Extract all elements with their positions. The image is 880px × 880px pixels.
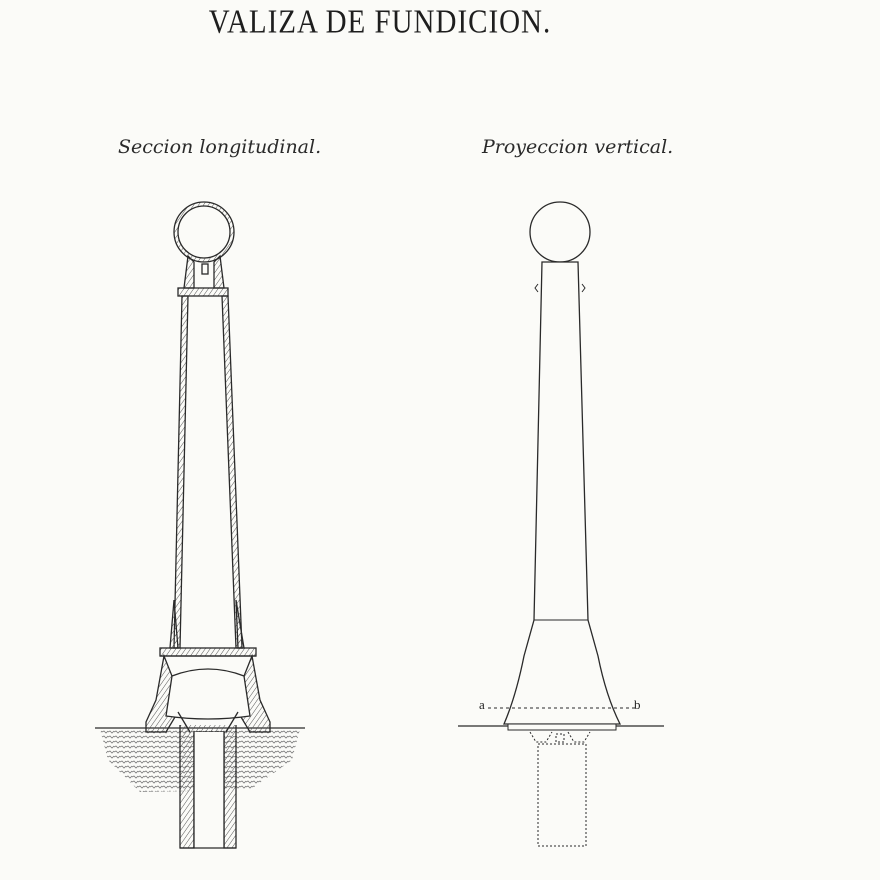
drawing-title: VALIZA DE FUNDICION. xyxy=(208,3,552,41)
buried-post-hidden xyxy=(537,743,587,847)
caption-longitudinal-section: Seccion longitudinal. xyxy=(118,136,322,158)
shaft-section xyxy=(169,295,245,649)
hidden-anchors xyxy=(529,731,591,743)
ball-finial-section xyxy=(173,201,235,263)
ball-finial-projection xyxy=(529,201,591,263)
lower-collar-section xyxy=(159,647,257,657)
marker-b: b xyxy=(634,697,641,712)
longitudinal-section xyxy=(95,201,305,849)
upper-collar-section xyxy=(177,287,229,297)
buried-post-section xyxy=(179,725,237,849)
marker-a: a xyxy=(479,697,485,712)
vertical-projection xyxy=(458,201,664,847)
shaft-projection xyxy=(503,261,622,725)
base-flare-section xyxy=(145,653,271,733)
caption-vertical-projection: Proyeccion vertical. xyxy=(482,136,674,158)
